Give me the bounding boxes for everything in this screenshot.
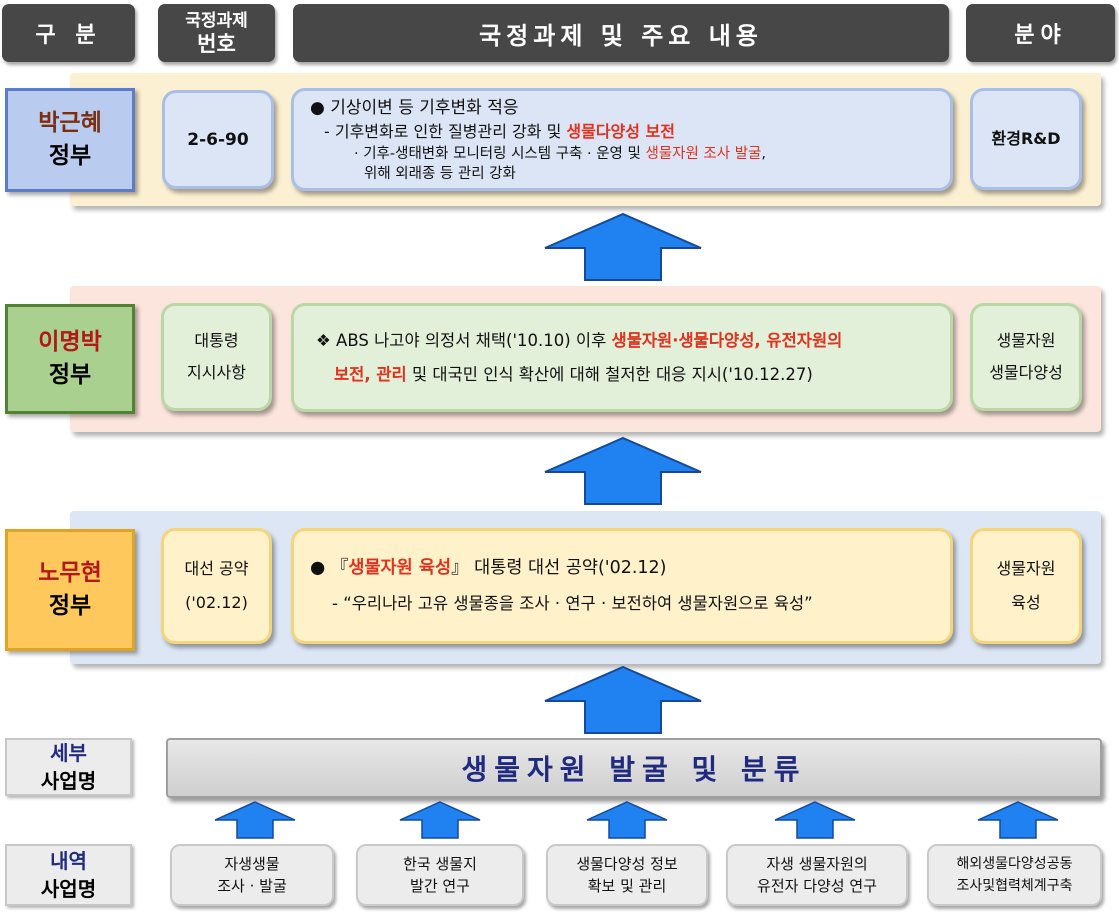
roh-field-line2: 육성 bbox=[1011, 593, 1041, 612]
sub-project-item: 생물다양성 정보 확보 및 관리 bbox=[546, 844, 708, 906]
roh-bullet: ● bbox=[310, 558, 326, 578]
roh-gov: 정부 bbox=[48, 593, 92, 619]
lee-diamond-icon: ❖ bbox=[316, 330, 331, 350]
header-task-number: 국정과제 번호 bbox=[158, 4, 275, 62]
park-line3: · 기후-생태변화 모니터링 시스템 구축 · 운영 및 bbox=[354, 146, 646, 162]
sub-project-item: 한국 생물지 발간 연구 bbox=[356, 844, 524, 906]
header-field: 분야 bbox=[966, 4, 1115, 62]
sub-item-line2: 조사 · 발굴 bbox=[217, 877, 287, 895]
lee-field: 생물자원 생물다양성 bbox=[970, 303, 1082, 411]
park-name: 박근혜 bbox=[38, 110, 102, 136]
sub-project-item: 자생생물 조사 · 발굴 bbox=[170, 844, 334, 906]
sub-item-line1: 생물다양성 정보 bbox=[576, 855, 678, 873]
roh-task-line1: 대선 공약 bbox=[184, 559, 249, 578]
lee-gov: 정부 bbox=[48, 362, 92, 388]
lee-line2: 및 대국민 인식 확산에 대해 철저한 대응 지시('10.12.27) bbox=[406, 364, 813, 384]
detail-project-label: 세부 사업명 bbox=[5, 738, 132, 796]
sub-item-line1: 자생 생물자원의 bbox=[766, 855, 868, 873]
roh-line1-highlight: 생물자원 육성 bbox=[348, 558, 452, 578]
roh-government-label: 노무현 정부 bbox=[5, 529, 135, 651]
up-arrow-icon bbox=[544, 212, 702, 281]
park-government-label: 박근혜 정부 bbox=[5, 88, 135, 192]
sub-item-line2: 유전자 다양성 연구 bbox=[757, 877, 877, 895]
sub-item-line2: 발간 연구 bbox=[410, 877, 470, 895]
lee-field-line2: 생물다양성 bbox=[989, 363, 1063, 382]
park-field: 환경R&D bbox=[970, 88, 1082, 190]
sub-label-line1: 내역 bbox=[50, 849, 87, 873]
park-task-number: 2-6-90 bbox=[162, 90, 274, 189]
lee-content-box: ❖ ABS 나고야 의정서 채택('10.10) 이후 생물자원·생물다양성, … bbox=[291, 303, 953, 412]
roh-content-box: ● 『생물자원 육성』 대통령 대선 공약('02.12) - “우리나라 고유… bbox=[291, 528, 953, 644]
roh-task-line2: ('02.12) bbox=[185, 593, 248, 612]
detail-label-line2: 사업명 bbox=[40, 769, 97, 793]
sub-project-item: 자생 생물자원의 유전자 다양성 연구 bbox=[726, 844, 908, 906]
lee-government-label: 이명박 정부 bbox=[5, 304, 135, 414]
sub-item-line1: 한국 생물지 bbox=[403, 855, 477, 873]
detail-label-line1: 세부 bbox=[50, 741, 87, 765]
park-line3-highlight: 생물자원 조사 발굴 bbox=[645, 146, 762, 162]
sub-project-item: 해외생물다양성공동 조사및협력체계구축 bbox=[927, 844, 1102, 906]
park-gov: 정부 bbox=[48, 143, 92, 169]
up-arrow-icon bbox=[544, 665, 702, 734]
park-line4: 위해 외래종 등 관리 강화 bbox=[364, 166, 516, 182]
sub-item-line2: 확보 및 관리 bbox=[587, 877, 667, 895]
lee-line2-highlight: 보전, 관리 bbox=[334, 364, 407, 384]
up-arrow-icon bbox=[774, 801, 856, 839]
roh-field: 생물자원 육성 bbox=[970, 528, 1082, 644]
lee-name: 이명박 bbox=[38, 329, 102, 355]
park-bullet: ● bbox=[310, 98, 325, 118]
lee-task-line2: 지시사항 bbox=[187, 363, 246, 382]
lee-line1-highlight: 생물자원·생물다양성, 유전자원의 bbox=[611, 330, 843, 350]
roh-line2: - “우리나라 고유 생물종을 조사 · 연구 · 보전하여 생물자원으로 육성… bbox=[332, 594, 813, 613]
roh-bracket-open: 『 bbox=[330, 558, 349, 578]
park-line1: 기상이변 등 기후변화 적응 bbox=[330, 98, 519, 118]
roh-line1: 대통령 대선 공약('02.12) bbox=[468, 558, 667, 578]
up-arrow-icon bbox=[586, 801, 668, 839]
up-arrow-icon bbox=[544, 436, 702, 505]
header-content: 국정과제 및 주요 내용 bbox=[293, 4, 949, 62]
roh-name: 노무현 bbox=[38, 560, 102, 586]
sub-item-line1: 자생생물 bbox=[224, 855, 280, 873]
sub-item-line2: 조사및협력체계구축 bbox=[956, 878, 1073, 894]
roh-bracket-close: 』 bbox=[451, 558, 469, 578]
park-line2-highlight: 생물다양성 보전 bbox=[566, 122, 675, 141]
sub-project-label: 내역 사업명 bbox=[5, 844, 132, 906]
park-line2: - 기후변화로 인한 질병관리 강화 및 bbox=[324, 122, 567, 141]
up-arrow-icon bbox=[214, 801, 296, 839]
park-line3-comma: , bbox=[761, 146, 766, 162]
roh-field-line1: 생물자원 bbox=[996, 559, 1056, 578]
lee-task-line1: 대통령 bbox=[194, 331, 239, 350]
sub-label-line2: 사업명 bbox=[40, 877, 97, 901]
park-content-box: ● 기상이변 등 기후변화 적응 - 기후변화로 인한 질병관리 강화 및 생물… bbox=[291, 88, 953, 191]
lee-line1: ABS 나고야 의정서 채택('10.10) 이후 bbox=[336, 330, 612, 350]
up-arrow-icon bbox=[399, 801, 481, 839]
lee-task-type: 대통령 지시사항 bbox=[161, 303, 272, 411]
detail-project-title: 생물자원 발굴 및 분류 bbox=[166, 738, 1102, 798]
header-category: 구 분 bbox=[2, 4, 135, 62]
lee-field-line1: 생물자원 bbox=[996, 331, 1056, 350]
roh-task-type: 대선 공약 ('02.12) bbox=[161, 528, 272, 644]
up-arrow-icon bbox=[977, 801, 1059, 839]
sub-item-line1: 해외생물다양성공동 bbox=[956, 856, 1073, 872]
